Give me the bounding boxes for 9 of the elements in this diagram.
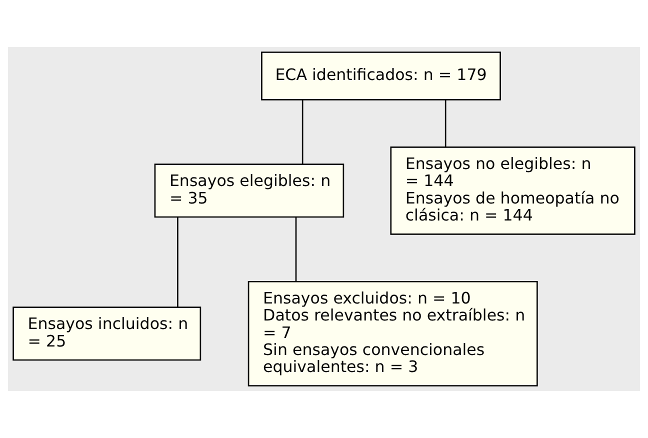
node-box: ECA identificados: n = 179 [261,52,501,100]
connector [302,100,304,164]
node-box: Ensayos incluidos: n = 25 [12,306,202,361]
connector [295,217,297,282]
connector [444,100,446,147]
node-box: Ensayos elegibles: n = 35 [154,164,344,218]
connector [177,217,178,308]
node-box: Ensayos no elegibles: n = 144 Ensayos de homeopatía no clásica: n = 144 [390,146,636,235]
node-box: Ensayos excluidos: n = 10 Datos relevantes no extraíbles: n = 7 Sin ensayos convencionales equivalentes: n = 3 [248,280,538,386]
